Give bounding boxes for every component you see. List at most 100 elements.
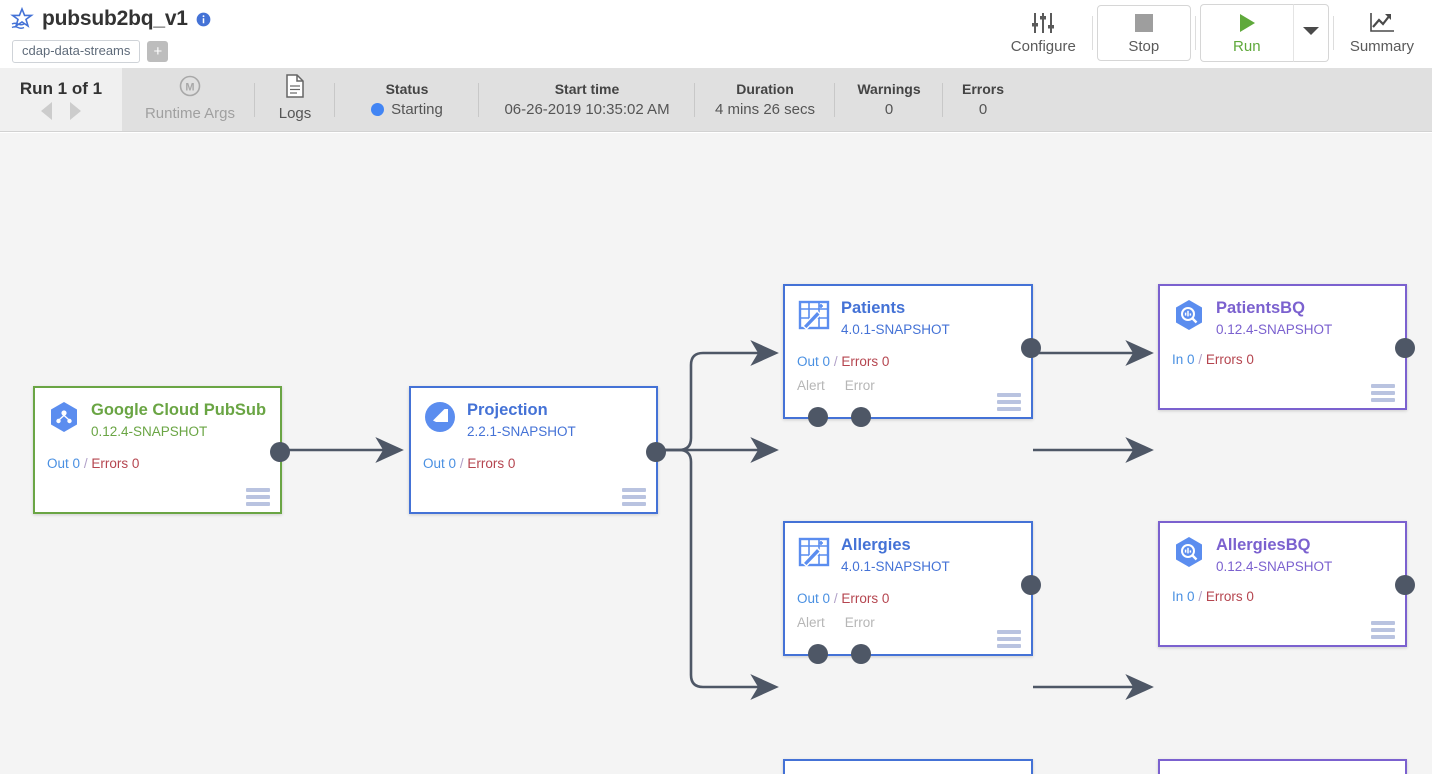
node-allergiesbq[interactable]: AllergiesBQ 0.12.4-SNAPSHOT In 0 / Error…: [1158, 521, 1415, 647]
node-metrics: Out 0 / Errors 0: [47, 456, 139, 471]
runtime-args-button[interactable]: M Runtime Args: [126, 68, 254, 131]
edge-projection-to-providers: [658, 448, 779, 700]
node-metrics: Out 0 / Errors 0: [797, 354, 889, 369]
node-header: Patients 4.0.1-SNAPSHOT: [785, 286, 1031, 340]
pipeline-star-icon: [10, 7, 34, 31]
summary-label: Summary: [1349, 38, 1414, 55]
metric-errors-value: 0: [1246, 589, 1254, 604]
errors-label: Errors: [961, 80, 1005, 97]
node-error-port[interactable]: [851, 407, 871, 427]
wrangler-icon: [797, 535, 831, 569]
pipeline-title-row: pubsub2bq_v1: [10, 4, 211, 34]
node-providersbq[interactable]: ProvidersBQ 0.12.4-SNAPSHOT In 0 / Error…: [1158, 759, 1407, 774]
node-port-labels: Alert Error: [797, 378, 875, 393]
summary-button[interactable]: Summary: [1338, 6, 1426, 60]
node-menu-button[interactable]: [997, 630, 1021, 648]
node-output-port[interactable]: [1395, 338, 1415, 358]
port-label-error: Error: [844, 615, 875, 630]
metric-out-label: Out: [47, 456, 69, 471]
node-output-port[interactable]: [270, 442, 290, 462]
stop-square-icon: [1133, 11, 1155, 35]
node-menu-button[interactable]: [997, 393, 1021, 411]
node-alert-port[interactable]: [808, 644, 828, 664]
google-cloud-pubsub-icon: [47, 400, 81, 434]
metric-in-label: In: [1172, 352, 1184, 367]
metric-out-value: 0: [72, 456, 81, 471]
macro-m-icon: M: [178, 74, 202, 103]
node-patients[interactable]: Patients 4.0.1-SNAPSHOT Out 0 / Errors 0…: [783, 284, 1041, 427]
node-output-port[interactable]: [1021, 338, 1041, 358]
metric-errors-value: 0: [507, 456, 516, 471]
chevron-left-icon[interactable]: [41, 102, 52, 120]
chevron-right-icon[interactable]: [70, 102, 81, 120]
node-menu-button[interactable]: [622, 488, 646, 506]
pipeline-connections: [282, 340, 1154, 700]
node-title: Projection: [467, 401, 548, 419]
configure-label: Configure: [1010, 38, 1076, 55]
errors-cell: Errors 0: [944, 68, 1022, 131]
bigquery-icon: [1172, 298, 1206, 332]
statusbar-divider: [834, 83, 835, 117]
run-counter: Run 1 of 1: [0, 68, 122, 131]
node-menu-button[interactable]: [1371, 621, 1395, 639]
warnings-cell: Warnings 0: [836, 68, 942, 131]
node-menu-button[interactable]: [246, 488, 270, 506]
status-cell: Status Starting: [336, 68, 478, 131]
run-status-bar: Run 1 of 1 M Runtime Args: [0, 68, 1432, 132]
metric-errors-value: 0: [881, 591, 890, 606]
page-title: pubsub2bq_v1: [42, 7, 188, 30]
node-patientsbq[interactable]: PatientsBQ 0.12.4-SNAPSHOT In 0 / Errors…: [1158, 284, 1415, 410]
node-error-port[interactable]: [851, 644, 871, 664]
node-google-cloud-pubsub[interactable]: Google Cloud PubSub 0.12.4-SNAPSHOT Out …: [33, 386, 290, 514]
node-version: 0.12.4-SNAPSHOT: [1216, 559, 1333, 574]
metric-separator: /: [1198, 589, 1203, 604]
metric-in-value: 0: [1187, 589, 1195, 604]
pipeline-tag[interactable]: cdap-data-streams: [12, 40, 141, 63]
node-allergies[interactable]: Allergies 4.0.1-SNAPSHOT Out 0 / Errors …: [783, 521, 1041, 664]
pipeline-canvas[interactable]: Google Cloud PubSub 0.12.4-SNAPSHOT Out …: [0, 133, 1432, 774]
port-label-error: Error: [844, 378, 875, 393]
add-tag-button[interactable]: +: [147, 41, 169, 62]
run-dropdown-button[interactable]: [1292, 4, 1329, 62]
duration-label: Duration: [736, 80, 794, 97]
node-metrics: Out 0 / Errors 0: [797, 591, 889, 606]
node-title-wrap: AllergiesBQ 0.12.4-SNAPSHOT: [1216, 535, 1395, 577]
node-projection[interactable]: Projection 2.2.1-SNAPSHOT Out 0 / Errors…: [409, 386, 666, 514]
edge-projection-to-patients: [658, 340, 779, 452]
node-title: Allergies: [841, 536, 911, 554]
run-button[interactable]: Run: [1199, 4, 1293, 62]
node-version: 0.12.4-SNAPSHOT: [91, 424, 208, 439]
wrangler-icon: [797, 298, 831, 332]
stop-button[interactable]: Stop: [1096, 5, 1191, 61]
metric-out-label: Out: [423, 456, 445, 471]
run-navigation: [41, 102, 81, 120]
node-providers[interactable]: Providers 4.0.1-SNAPSHOT Out 0 / Errors …: [783, 759, 1033, 774]
logs-button[interactable]: Logs: [256, 68, 334, 131]
node-header: Projection 2.2.1-SNAPSHOT: [411, 388, 656, 442]
node-alert-port[interactable]: [808, 407, 828, 427]
sliders-icon: [1030, 11, 1056, 35]
top-bar: pubsub2bq_v1 cdap-data-streams +: [0, 0, 1432, 68]
node-title-wrap: Allergies 4.0.1-SNAPSHOT: [841, 535, 1021, 577]
metric-separator: /: [1198, 352, 1203, 367]
line-chart-icon: [1369, 11, 1395, 35]
stop-label: Stop: [1128, 38, 1160, 55]
status-value: Starting: [391, 100, 443, 118]
warnings-label: Warnings: [857, 80, 921, 97]
node-title: PatientsBQ: [1216, 299, 1305, 317]
node-metrics: In 0 / Errors 0: [1172, 352, 1254, 367]
status-dot-icon: [371, 103, 385, 116]
node-output-port[interactable]: [1021, 575, 1041, 595]
duration-cell: Duration 4 mins 26 secs: [696, 68, 834, 131]
node-metrics: In 0 / Errors 0: [1172, 589, 1254, 604]
info-icon[interactable]: [196, 12, 211, 27]
chevron-down-icon: [1302, 24, 1320, 42]
runtime-args-label: Runtime Args: [144, 105, 236, 122]
node-menu-button[interactable]: [1371, 384, 1395, 402]
status-label: Status: [385, 80, 429, 97]
node-output-port[interactable]: [646, 442, 666, 462]
projection-icon: [423, 400, 457, 434]
configure-button[interactable]: Configure: [999, 6, 1088, 60]
node-output-port[interactable]: [1395, 575, 1415, 595]
toolbar-actions: Configure Stop Run: [999, 4, 1426, 62]
